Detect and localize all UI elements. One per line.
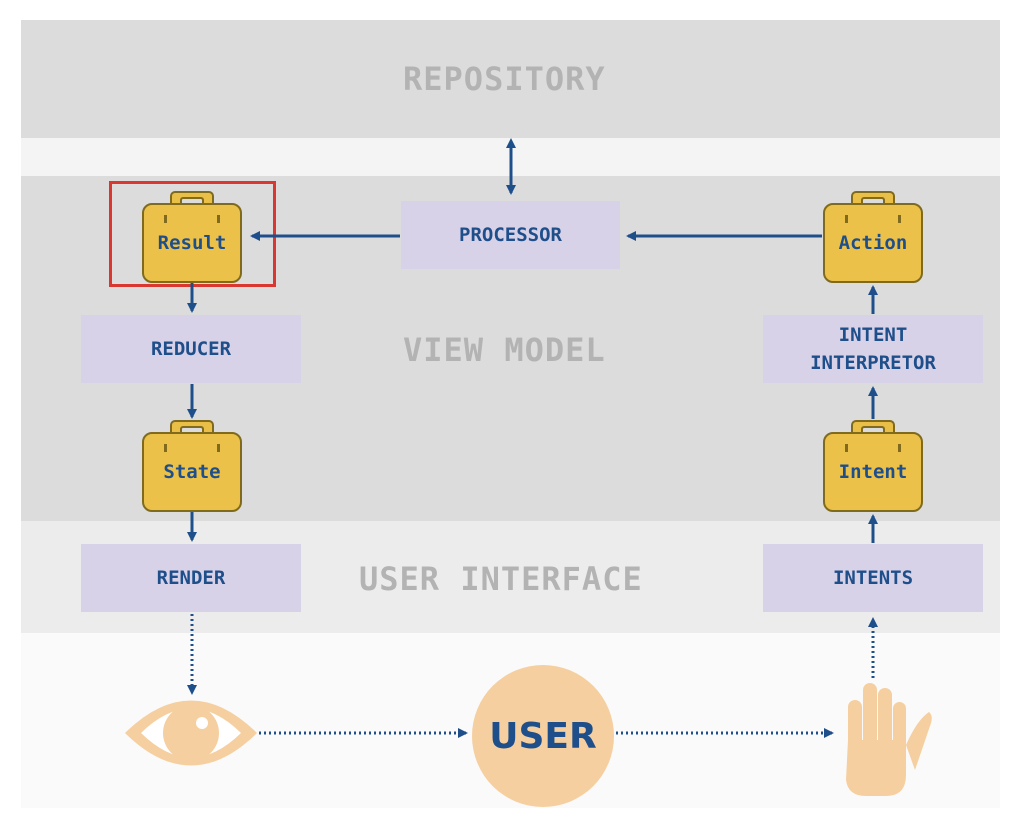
processor-label: PROCESSOR	[459, 224, 562, 246]
state-label: State	[142, 432, 242, 512]
intent-interpretor-label-line1: INTENT	[838, 324, 908, 346]
intents-label: INTENTS	[832, 567, 914, 589]
hand-icon	[846, 683, 932, 796]
user-node: USER	[472, 665, 614, 807]
intent-label: Intent	[823, 432, 923, 512]
render-box: RENDER	[81, 544, 301, 612]
processor-box: PROCESSOR	[401, 201, 620, 269]
user-interface-title: USER INTERFACE	[359, 560, 643, 598]
state-case: State	[142, 420, 242, 512]
intents-box: INTENTS	[763, 544, 983, 612]
repository-layer	[21, 20, 1000, 138]
reducer-label: REDUCER	[150, 338, 232, 360]
action-label: Action	[823, 203, 923, 283]
result-label: Result	[142, 203, 242, 283]
action-case: Action	[823, 191, 923, 283]
intent-interpretor-box: INTENT INTERPRETOR	[763, 315, 983, 383]
user-label: USER	[489, 715, 597, 757]
intent-case: Intent	[823, 420, 923, 512]
view-model-title: VIEW MODEL	[403, 331, 606, 369]
intent-interpretor-label-line2: INTERPRETOR	[810, 352, 936, 374]
render-label: RENDER	[156, 567, 226, 589]
result-case: Result	[142, 191, 242, 283]
repository-title: REPOSITORY	[403, 60, 606, 98]
reducer-box: REDUCER	[81, 315, 301, 383]
eye-icon	[125, 700, 257, 766]
